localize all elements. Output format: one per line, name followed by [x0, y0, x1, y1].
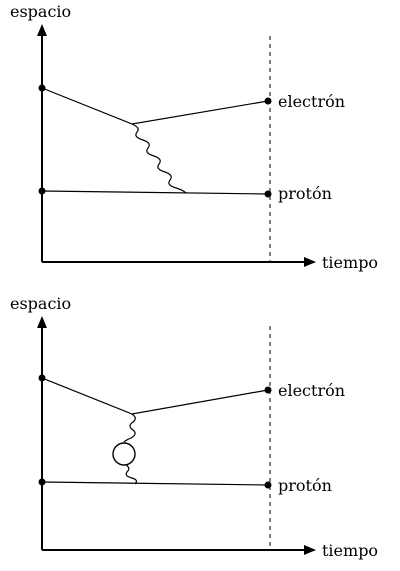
electron-label: electrón	[278, 381, 345, 400]
time-axis-arrow-icon	[304, 257, 316, 267]
electron-final-point	[264, 97, 272, 105]
space-axis-label: espacio	[10, 294, 71, 313]
electron-worldline	[41, 377, 269, 415]
time-axis-label: tiempo	[322, 253, 378, 272]
photon-wavy-line-upper	[123, 413, 136, 443]
photon-wavy-line	[131, 123, 187, 194]
proton-initial-point	[38, 478, 46, 486]
proton-final-point	[264, 481, 272, 489]
diagram-single-photon-exchange: espacio tiempo electrón protón	[10, 2, 378, 272]
time-axis-arrow-icon	[304, 545, 316, 555]
vacuum-loop	[112, 442, 136, 466]
space-axis-arrow-icon	[37, 316, 47, 328]
proton-final-point	[264, 190, 272, 198]
proton-label: protón	[278, 476, 332, 495]
electron-initial-point	[38, 84, 46, 92]
proton-worldline	[41, 190, 269, 195]
time-axis-label: tiempo	[322, 541, 378, 560]
space-axis-arrow-icon	[37, 24, 47, 36]
diagram-photon-exchange-with-loop: espacio tiempo electrón protón	[10, 294, 378, 560]
electron-worldline	[41, 87, 269, 125]
photon-wavy-line-lower	[125, 464, 138, 485]
space-axis-label: espacio	[10, 2, 71, 21]
electron-initial-point	[38, 374, 46, 382]
proton-initial-point	[38, 187, 46, 195]
proton-label: protón	[278, 184, 332, 203]
electron-final-point	[264, 386, 272, 394]
electron-label: electrón	[278, 92, 345, 111]
proton-worldline	[41, 481, 269, 486]
